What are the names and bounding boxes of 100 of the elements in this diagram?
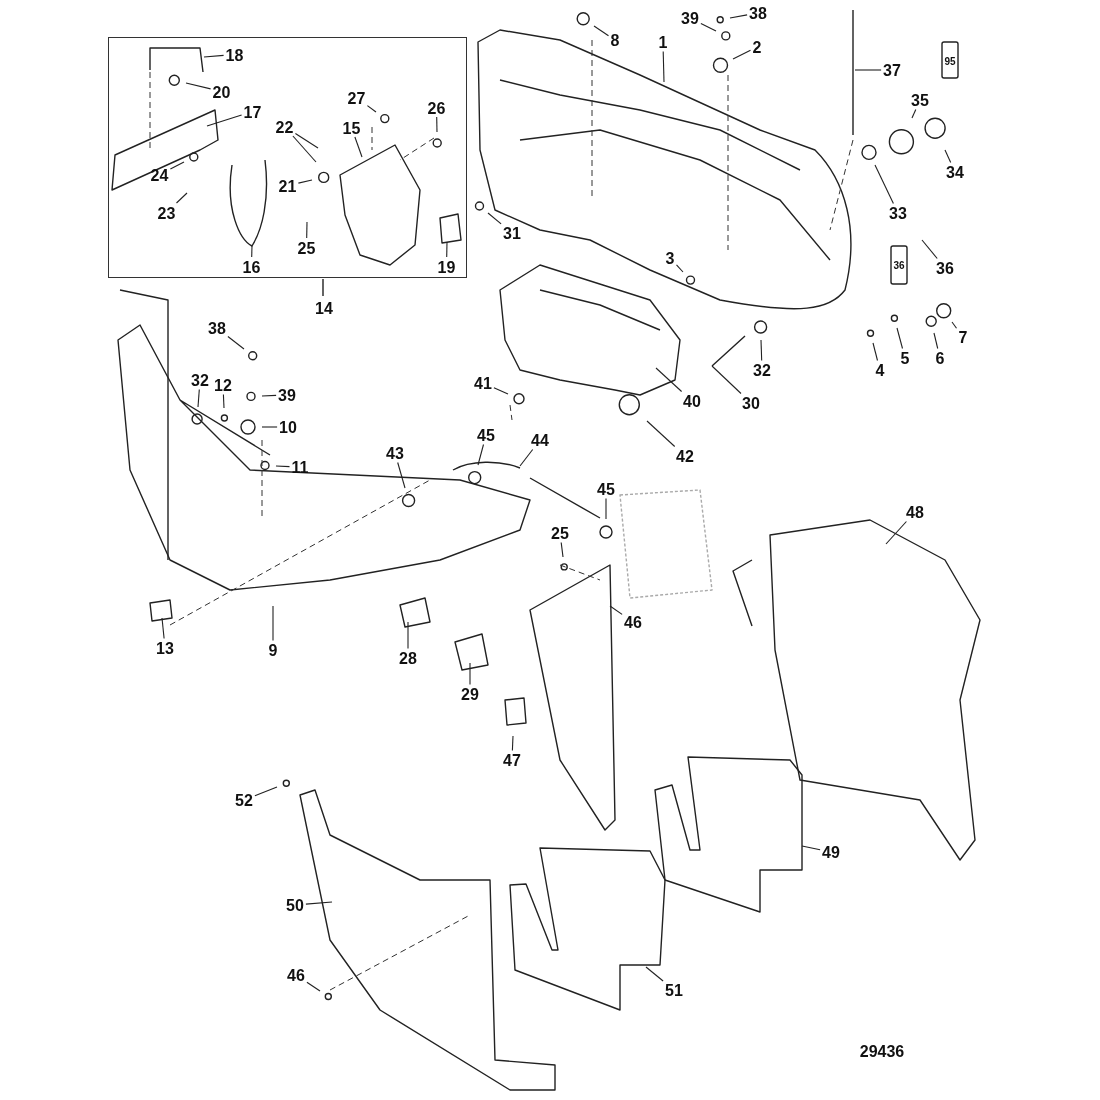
leader-line [222, 393, 225, 409]
leader-line [477, 443, 485, 466]
callout-number: 46 [624, 613, 642, 631]
callout-number: 38 [749, 4, 767, 22]
callout-number: 36 [936, 259, 954, 277]
leader-line [593, 25, 610, 37]
callout-number: 25 [551, 524, 569, 542]
callout-number: 32 [753, 361, 771, 379]
callout-number: 49 [822, 843, 840, 861]
leader-line [407, 621, 409, 650]
callout-number: 6 [935, 349, 945, 367]
leader-line [760, 339, 763, 362]
callout-number: 31 [503, 224, 521, 242]
leader-line [175, 192, 188, 204]
leader-line [933, 332, 939, 350]
callout-number: 3 [665, 249, 675, 267]
callout-number: 26 [427, 99, 446, 116]
leader-line [511, 735, 514, 752]
callout-number: 7 [958, 328, 968, 346]
leader-line [729, 14, 748, 19]
leader-line [469, 662, 471, 686]
callout-number: 43 [386, 444, 404, 462]
leader-line [675, 264, 684, 273]
callout-number: 13 [156, 639, 174, 657]
callout-number: 46 [287, 966, 305, 984]
callout-number: 9 [268, 641, 278, 659]
callout-number: 8 [610, 31, 620, 49]
leader-line [366, 105, 377, 113]
callout-number: 10 [279, 418, 297, 436]
leader-line [446, 241, 448, 258]
callout-number: 12 [214, 376, 232, 394]
callout-number: 48 [906, 503, 924, 521]
callout-number: 47 [503, 751, 521, 769]
leader-line [206, 114, 243, 127]
leader-line [487, 212, 502, 225]
leader-line [646, 420, 676, 448]
callout-number: 11 [291, 458, 309, 476]
leader-line [854, 69, 882, 71]
leader-line [397, 461, 406, 489]
leader-line [645, 966, 664, 982]
leader-line [911, 108, 917, 119]
callout-number: 17 [243, 103, 262, 120]
callout-number: 39 [278, 386, 296, 404]
callout-number: 29 [461, 685, 479, 703]
callout-number: 20 [212, 83, 231, 100]
leader-line [801, 845, 821, 851]
leader-line [161, 617, 165, 640]
callout-number: 27 [347, 89, 366, 106]
leader-line [493, 387, 509, 395]
leader-line [306, 981, 321, 992]
leader-line [609, 605, 623, 615]
leader-line [305, 901, 333, 905]
leader-line [872, 342, 879, 362]
tube-label: 36 [893, 261, 905, 271]
leader-line [275, 465, 291, 468]
callout-number: 32 [191, 371, 209, 389]
callout-number: 45 [477, 426, 495, 444]
callout-number: 15 [342, 119, 361, 136]
leader-line [885, 520, 907, 545]
leader-line [711, 365, 742, 395]
leader-line [227, 335, 245, 350]
callout-number: 16 [242, 258, 261, 275]
callout-number: 50 [286, 896, 304, 914]
callout-number: 38 [208, 319, 226, 337]
callout-number: 25 [297, 239, 316, 256]
callout-number: 33 [889, 204, 907, 222]
callout-number: 52 [235, 791, 253, 809]
callout-number: 40 [683, 392, 701, 410]
leader-line [297, 179, 313, 184]
leader-line [560, 541, 564, 558]
leader-line [169, 161, 185, 170]
callout-number: 23 [157, 204, 176, 221]
callout-number: 4 [875, 361, 885, 379]
leader-line [605, 497, 607, 520]
leader-line [261, 426, 278, 428]
callout-number: 41 [474, 374, 492, 392]
leader-line [732, 49, 752, 60]
callout-number: 35 [911, 91, 929, 109]
leader-line [203, 54, 225, 58]
callout-number: 39 [681, 9, 699, 27]
callout-number: 24 [150, 166, 169, 183]
callout-number: 19 [437, 258, 456, 275]
leader-line [294, 132, 319, 149]
leader-line [662, 50, 665, 83]
callout-number: 18 [225, 46, 244, 63]
leader-line [185, 82, 212, 90]
callout-number: 22 [275, 118, 294, 135]
leader-line [251, 245, 253, 258]
leader-line [519, 448, 534, 467]
leader-line [197, 388, 200, 408]
leader-line [944, 149, 952, 164]
leader-line [354, 136, 363, 158]
callout-number: 21 [278, 177, 297, 194]
leader-line [261, 394, 277, 397]
callout-number: 42 [676, 447, 694, 465]
leader-line [272, 605, 274, 642]
callout-number: 30 [742, 394, 760, 412]
callout-number: 34 [946, 163, 964, 181]
leader-line [951, 321, 958, 329]
leader-line [700, 22, 717, 32]
